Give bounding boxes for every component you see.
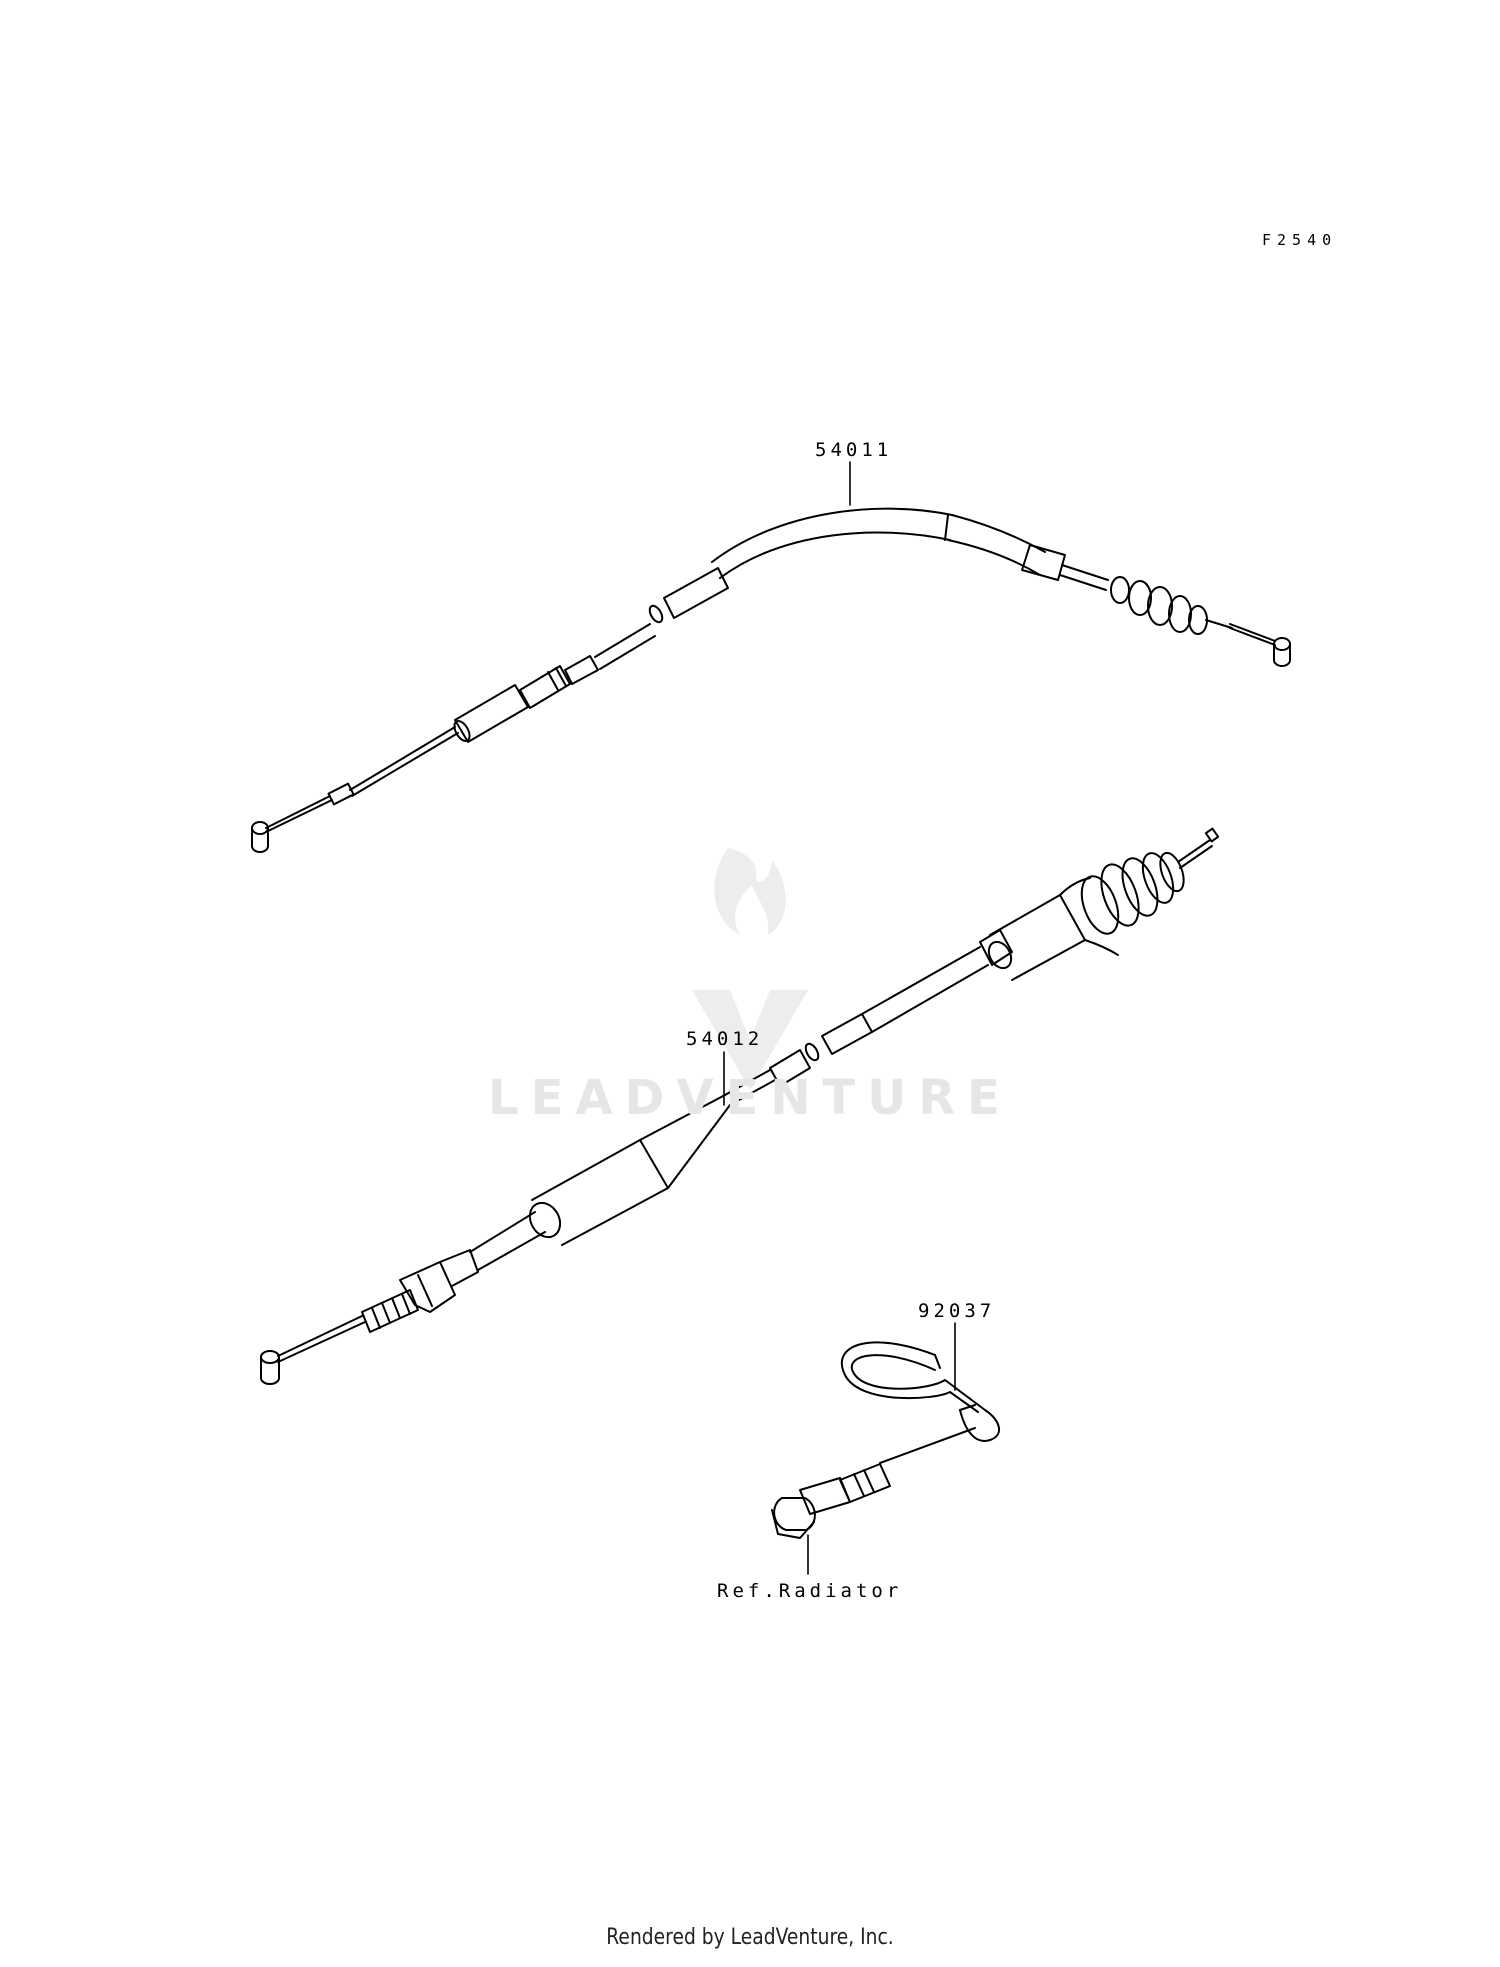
threaded-adjuster (361, 1289, 419, 1333)
cable-54012 (260, 827, 1220, 1385)
callout-54012[interactable]: 54012 (686, 1028, 764, 1050)
bolt (771, 1427, 976, 1539)
leader-lines (723, 461, 956, 1575)
figure-code: F2540 (1262, 231, 1338, 249)
callout-ref-radiator[interactable]: Ref.Radiator (717, 1580, 903, 1602)
cable-54011 (251, 507, 1291, 853)
footer-credit: Rendered by LeadVenture, Inc. (606, 1925, 894, 1950)
callout-54011[interactable]: 54011 (815, 439, 893, 461)
callout-92037[interactable]: 92037 (918, 1300, 996, 1322)
watermark-text: LEADVENTURE (488, 1070, 1012, 1126)
watermark-logo (692, 848, 808, 1090)
clamp-92037 (840, 1341, 1000, 1442)
